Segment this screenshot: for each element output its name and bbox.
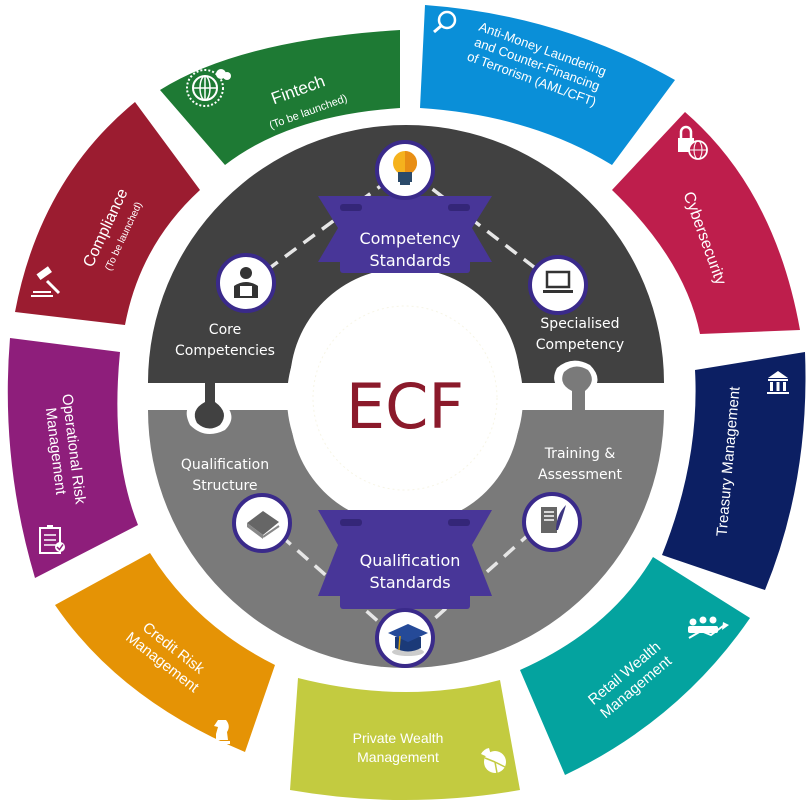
segment-label-line2: Management xyxy=(357,749,439,765)
center-circle xyxy=(287,280,523,516)
people-growth-icon xyxy=(688,616,729,639)
lock-globe-icon xyxy=(678,125,708,160)
magnifier-icon xyxy=(433,10,457,34)
banner-line1: Qualification xyxy=(360,551,461,570)
qualification-standards-banner[interactable]: Qualification Standards xyxy=(318,510,492,609)
banner-line2: Standards xyxy=(369,573,450,592)
person-reading-icon xyxy=(234,267,258,298)
node-specialised-competency[interactable] xyxy=(528,255,588,315)
bank-icon xyxy=(767,371,789,394)
node-qualification-structure[interactable] xyxy=(232,493,292,553)
node-label-training-line2: Assessment xyxy=(538,467,622,483)
segment-retail-wealth-management[interactable]: Retail Wealth Management xyxy=(520,557,750,775)
laptop-icon xyxy=(543,270,573,293)
node-label-qualstructure-line2: Structure xyxy=(192,478,257,494)
outer-ring: Fintech (To be launched) Anti-Money Laun… xyxy=(7,5,806,800)
segment-cybersecurity[interactable]: Cybersecurity xyxy=(612,112,800,334)
gavel-icon xyxy=(31,266,61,297)
lightbulb-icon xyxy=(393,151,417,185)
graduation-cap-icon xyxy=(388,624,428,656)
banner-line1: Competency xyxy=(359,229,460,248)
node-label-training-line1: Training & xyxy=(544,446,616,462)
center-title: ECF xyxy=(346,370,464,443)
node-qualification-standards[interactable] xyxy=(375,608,435,668)
node-label-core-line1: Core xyxy=(209,322,241,338)
clipboard-check-icon xyxy=(39,525,65,554)
inner-ring: ECF Competency Standards Qualification S… xyxy=(140,125,670,668)
node-label-specialised-line1: Specialised xyxy=(540,316,619,332)
segment-treasury-management[interactable]: Treasury Management xyxy=(662,352,806,590)
banner-line2: Standards xyxy=(369,251,450,270)
node-training-assessment[interactable] xyxy=(522,492,582,552)
segment-label-line1: Private Wealth xyxy=(353,730,444,746)
segment-operational-risk-management[interactable]: Operational Risk Management xyxy=(7,338,139,578)
book-icon xyxy=(247,511,280,539)
segment-private-wealth-management[interactable]: Private Wealth Management xyxy=(290,678,520,800)
chess-knight-icon xyxy=(214,720,230,744)
pie-chart-icon xyxy=(481,748,506,774)
node-label-core-line2: Competencies xyxy=(175,343,275,359)
segment-aml-cft[interactable]: Anti-Money Laundering and Counter-Financ… xyxy=(420,5,675,165)
globe-cloud-icon xyxy=(186,69,231,107)
node-competency-standards[interactable] xyxy=(375,140,435,200)
document-quill-icon xyxy=(541,505,566,533)
competency-standards-banner[interactable]: Competency Standards xyxy=(318,196,492,273)
node-label-specialised-line2: Competency xyxy=(536,337,624,353)
node-core-competencies[interactable] xyxy=(216,253,276,313)
node-label-qualstructure-line1: Qualification xyxy=(181,457,269,473)
segment-credit-risk-management[interactable]: Credit Risk Management xyxy=(55,553,275,752)
segment-compliance[interactable]: Compliance (To be launched) xyxy=(15,102,200,325)
